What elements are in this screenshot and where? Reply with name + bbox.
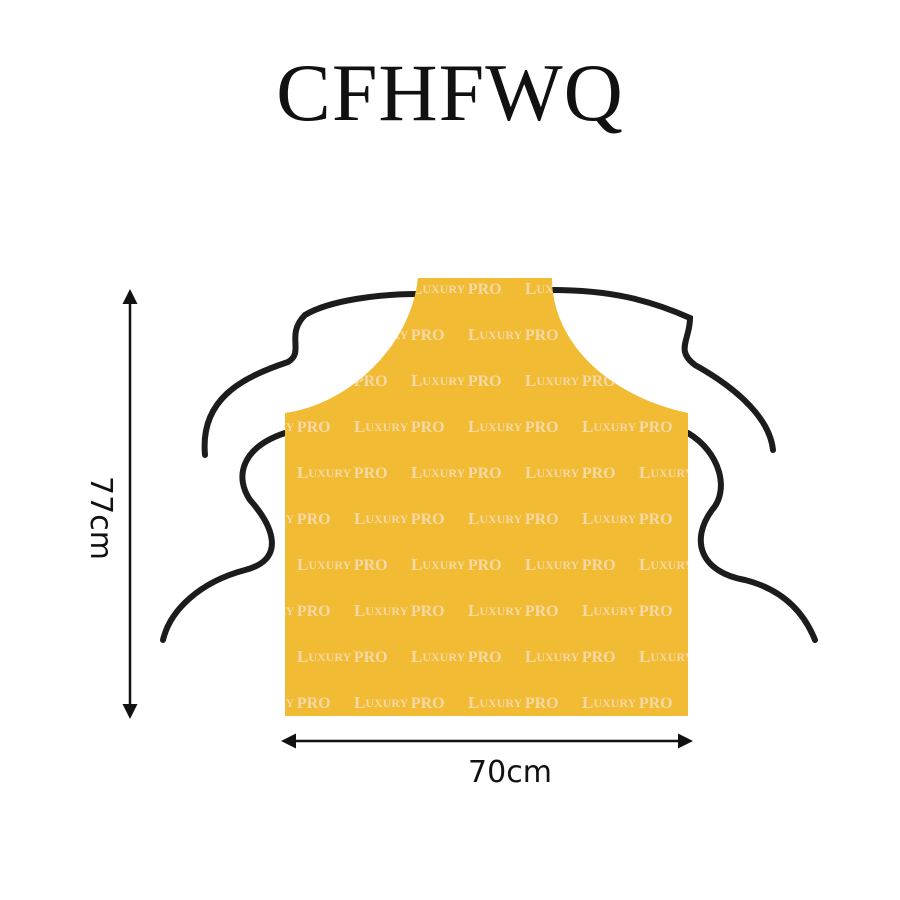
pattern-logo-text: LUXURY PRO bbox=[468, 693, 559, 712]
pattern-logo-text: LUXURY PRO bbox=[297, 463, 388, 482]
product-title: CFHFWQ bbox=[276, 47, 624, 138]
pattern-logo-text: LUXURY PRO bbox=[297, 647, 388, 666]
pattern-logo-text: LUXURY PRO bbox=[468, 509, 559, 528]
pattern-logo-text: LUXURY PRO bbox=[525, 371, 616, 390]
pattern-logo-text: LUXURY PRO bbox=[297, 555, 388, 574]
pattern-logo-text: LUXURY PRO bbox=[525, 555, 616, 574]
pattern-logo-text: LUXURY PRO bbox=[525, 647, 616, 666]
pattern-logo-text: LUXURY PRO bbox=[582, 417, 673, 436]
pattern-logo-text: LUXURY PRO bbox=[753, 463, 844, 482]
pattern-logo-text: LUXURY PRO bbox=[297, 371, 388, 390]
left-neck-strap bbox=[201, 291, 421, 458]
width-label: 70cm bbox=[468, 755, 552, 790]
pattern-logo-text: LUXURY PRO bbox=[240, 601, 331, 620]
left-waist-strap bbox=[160, 430, 288, 643]
pattern-logo-text: LUXURY PRO bbox=[639, 555, 730, 574]
pattern-logo-text: LUXURY PRO bbox=[411, 463, 502, 482]
pattern-logo-text: LUXURY PRO bbox=[525, 463, 616, 482]
pattern-logo-text: LUXURY PRO bbox=[354, 509, 445, 528]
height-label: 77cm bbox=[83, 476, 118, 560]
pattern-logo-text: LUXURY PRO bbox=[240, 509, 331, 528]
pattern-logo-text: LUXURY PRO bbox=[753, 279, 844, 298]
pattern-logo-text: LUXURY PRO bbox=[753, 647, 844, 666]
right-neck-strap bbox=[549, 287, 776, 453]
pattern-logo-text: LUXURY PRO bbox=[639, 279, 730, 298]
pattern-logo-text: LUXURY PRO bbox=[582, 601, 673, 620]
pattern-logo-text: LUXURY PRO bbox=[696, 601, 787, 620]
pattern-logo-text: LUXURY PRO bbox=[411, 647, 502, 666]
right-waist-strap bbox=[685, 430, 818, 643]
pattern-logo-text: LUXURY PRO bbox=[696, 325, 787, 344]
apron-body bbox=[285, 278, 688, 716]
pattern-logo-text: LUXURY PRO bbox=[696, 693, 787, 712]
pattern-logo-text: LUXURY PRO bbox=[582, 693, 673, 712]
pattern-logo-text: LUXURY PRO bbox=[240, 693, 331, 712]
pattern-logo-text: LUXURY PRO bbox=[354, 693, 445, 712]
pattern-logo-text: LUXURY PRO bbox=[582, 325, 673, 344]
pattern-logo-text: LUXURY PRO bbox=[354, 601, 445, 620]
pattern-logo-text: LUXURY PRO bbox=[582, 509, 673, 528]
pattern-logo-text: LUXURY PRO bbox=[696, 417, 787, 436]
pattern-logo-text: LUXURY PRO bbox=[753, 371, 844, 390]
pattern-logo-text: LUXURY PRO bbox=[639, 647, 730, 666]
pattern-logo-text: LUXURY PRO bbox=[411, 371, 502, 390]
pattern-logo-text: LUXURY PRO bbox=[411, 279, 502, 298]
pattern-logo-text: LUXURY PRO bbox=[354, 417, 445, 436]
pattern-logo-text: LUXURY PRO bbox=[468, 325, 559, 344]
pattern-logo-text: LUXURY PRO bbox=[240, 325, 331, 344]
pattern-logo-text: LUXURY PRO bbox=[240, 417, 331, 436]
pattern-logo-text: LUXURY PRO bbox=[753, 555, 844, 574]
pattern-logo-text: LUXURY PRO bbox=[468, 417, 559, 436]
pattern-logo-text: LUXURY PRO bbox=[411, 555, 502, 574]
pattern-logo-text: LUXURY PRO bbox=[639, 463, 730, 482]
pattern-logo-text: LUXURY PRO bbox=[354, 325, 445, 344]
pattern-logo-text: LUXURY PRO bbox=[468, 601, 559, 620]
